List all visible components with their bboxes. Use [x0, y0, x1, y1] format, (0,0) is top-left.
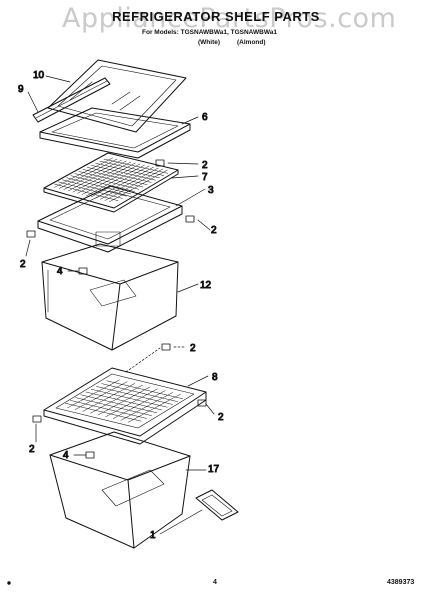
grid-line	[87, 167, 152, 183]
callout-2f: 2	[29, 444, 35, 455]
grid-line	[101, 383, 178, 402]
shelf-frame-part-6	[39, 107, 191, 159]
callout-3: 3	[208, 185, 214, 196]
watermark: AppliancePartsPros.com	[62, 3, 397, 34]
color-almond-label: (Almond)	[237, 39, 266, 46]
callout-4a: 4	[57, 266, 63, 277]
grid-line	[86, 164, 145, 196]
model-numbers: For Models: TGSNAWBWa1, TGSNAWBWa1	[142, 29, 277, 36]
callout-2d: 2	[190, 343, 196, 354]
callout-10: 10	[33, 70, 45, 81]
grid-line	[104, 168, 164, 201]
callout-9: 9	[18, 84, 24, 95]
lid-frame-part-3	[37, 185, 183, 253]
grid-line	[109, 169, 168, 203]
grid-line	[97, 386, 151, 416]
callout-4b: 4	[63, 450, 69, 461]
grid-line	[82, 169, 148, 185]
grid-line	[106, 380, 184, 400]
callout-1: 1	[150, 530, 156, 541]
clip-icons	[26, 159, 207, 459]
grid-line	[112, 390, 166, 419]
corner-mark	[7, 581, 11, 585]
lower-drawer-part-17	[49, 431, 191, 549]
grid-line	[90, 165, 150, 198]
callout-6: 6	[202, 112, 208, 123]
leader-lines	[25, 75, 215, 535]
color-white-label: (White)	[198, 39, 221, 46]
glass-shelf-part-10	[47, 59, 187, 133]
callout-2e: 2	[218, 412, 224, 423]
grid-line	[99, 160, 164, 176]
callout-2c: 2	[20, 259, 26, 270]
crisper-drawer-part-12	[41, 243, 179, 351]
grid-line	[103, 158, 169, 174]
callout-2b: 2	[211, 225, 217, 236]
document-part-number: 4389373	[387, 579, 415, 586]
grid-line	[91, 165, 156, 181]
lower-lid-part-8	[43, 367, 207, 445]
callout-2a: 2	[202, 160, 208, 171]
page-number: 4	[213, 579, 217, 586]
grid-line	[96, 386, 173, 405]
grid-line	[90, 388, 168, 408]
grid-line	[105, 388, 158, 418]
grid-line	[100, 167, 159, 200]
callout-8: 8	[212, 372, 218, 383]
callout-7: 7	[202, 172, 208, 183]
trim-strip-part-9	[32, 77, 111, 123]
diagram-title: REFRIGERATOR SHELF PARTS	[112, 9, 320, 24]
callout-17: 17	[208, 464, 220, 475]
grid-line	[95, 162, 160, 179]
callout-12: 12	[200, 280, 212, 291]
label-holder-part-1	[195, 489, 239, 521]
grid-line	[128, 393, 181, 423]
crisper-lid-part-7	[43, 152, 179, 213]
grid-line	[120, 392, 174, 421]
grid-line	[81, 163, 141, 195]
